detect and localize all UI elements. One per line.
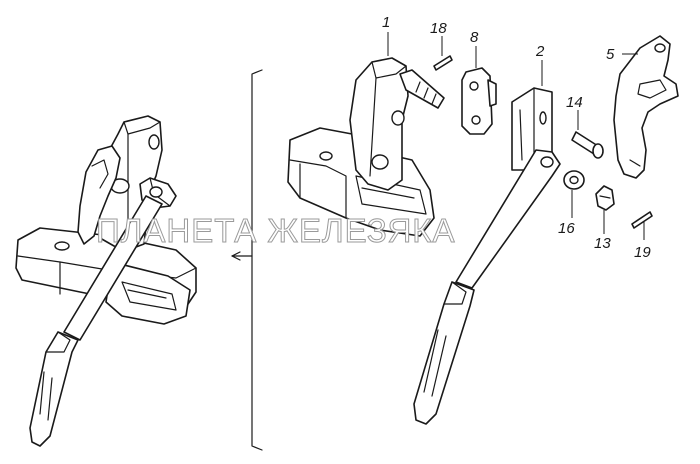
- callout-5: 5: [606, 46, 615, 63]
- part-8-plate: [461, 67, 497, 135]
- callout-8: 8: [470, 29, 479, 46]
- watermark-text: ПЛАНЕТА ЖЕЛЕЗЯКА: [96, 212, 456, 249]
- part-19-pin: [631, 211, 653, 229]
- part-16-washer: [563, 170, 585, 190]
- callout-13: 13: [594, 235, 611, 252]
- grouping-bracket: [231, 69, 263, 451]
- part-18-pin: [433, 55, 453, 71]
- callout-2: 2: [535, 43, 545, 60]
- callouts: 1 18 8 2 5 14 16 13 19: [382, 14, 651, 261]
- callout-14: 14: [566, 94, 583, 111]
- callout-18: 18: [430, 20, 447, 37]
- part-5-hook: [613, 35, 679, 179]
- callout-16: 16: [558, 220, 575, 237]
- part-1-bracket: [287, 57, 445, 237]
- part-14-bolt: [571, 131, 604, 159]
- part-13-nut: [595, 185, 615, 211]
- callout-1: 1: [382, 14, 390, 31]
- callout-19: 19: [634, 244, 651, 261]
- assembled-latch: [15, 115, 197, 447]
- part-2-lever: [413, 87, 561, 425]
